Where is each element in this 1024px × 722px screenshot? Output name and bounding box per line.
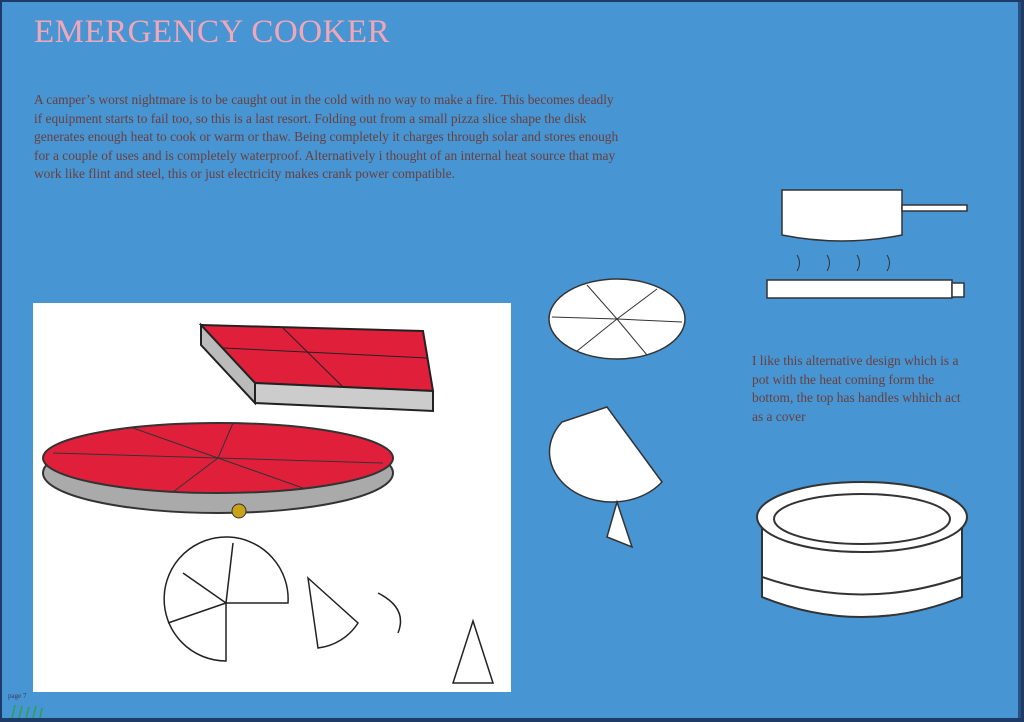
page-number: page 7: [8, 692, 27, 700]
folding-disk-sketches: [548, 278, 686, 549]
pot-alternative-sketch: [756, 481, 968, 618]
alt-design-note: I like this alternative design which is …: [752, 353, 961, 424]
grass-decoration-icon: [11, 704, 43, 718]
main-sketch-panel: [33, 303, 511, 692]
cooker-sketch-illustration: [42, 322, 495, 684]
description-text: A camper’s worst nightmare is to be caug…: [34, 92, 619, 182]
pot-on-heater-sketch: [766, 189, 968, 299]
page-title: EMERGENCY COOKER: [34, 14, 391, 50]
